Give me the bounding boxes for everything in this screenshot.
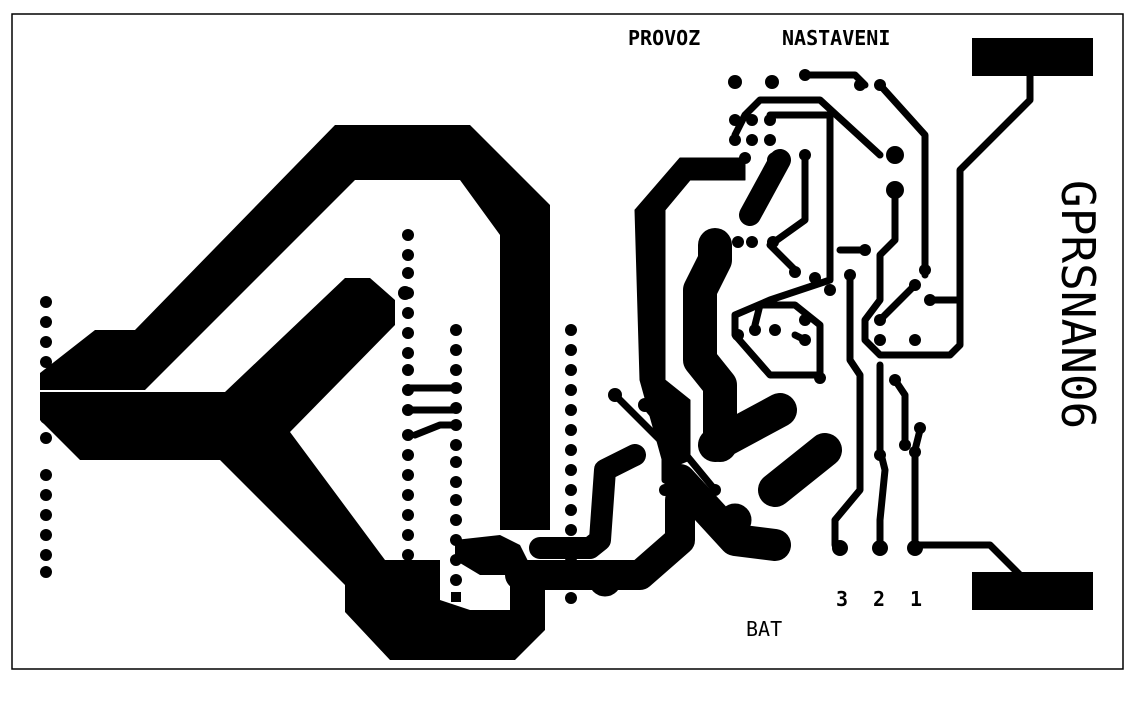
left-header-pins <box>40 296 52 578</box>
middle-traces <box>505 149 842 597</box>
pin-2-label: 2 <box>873 587 885 611</box>
main-power-trace <box>40 125 550 660</box>
provoz-label: PROVOZ <box>628 26 700 50</box>
board-name-label: GPRSNAN06 <box>1051 180 1105 429</box>
ic-pin-column-c <box>565 324 577 604</box>
pin-3-label: 3 <box>836 587 848 611</box>
battery-pad-top <box>972 38 1093 76</box>
pin-1-label: 1 <box>910 587 922 611</box>
battery-pad-bottom <box>972 572 1093 610</box>
bat-label: BAT <box>746 617 782 641</box>
ic-pin-column-a <box>402 229 414 578</box>
component-pads <box>398 69 936 556</box>
nastaveni-label: NASTAVENI <box>782 26 890 50</box>
ic-pin-column-b <box>450 324 462 602</box>
